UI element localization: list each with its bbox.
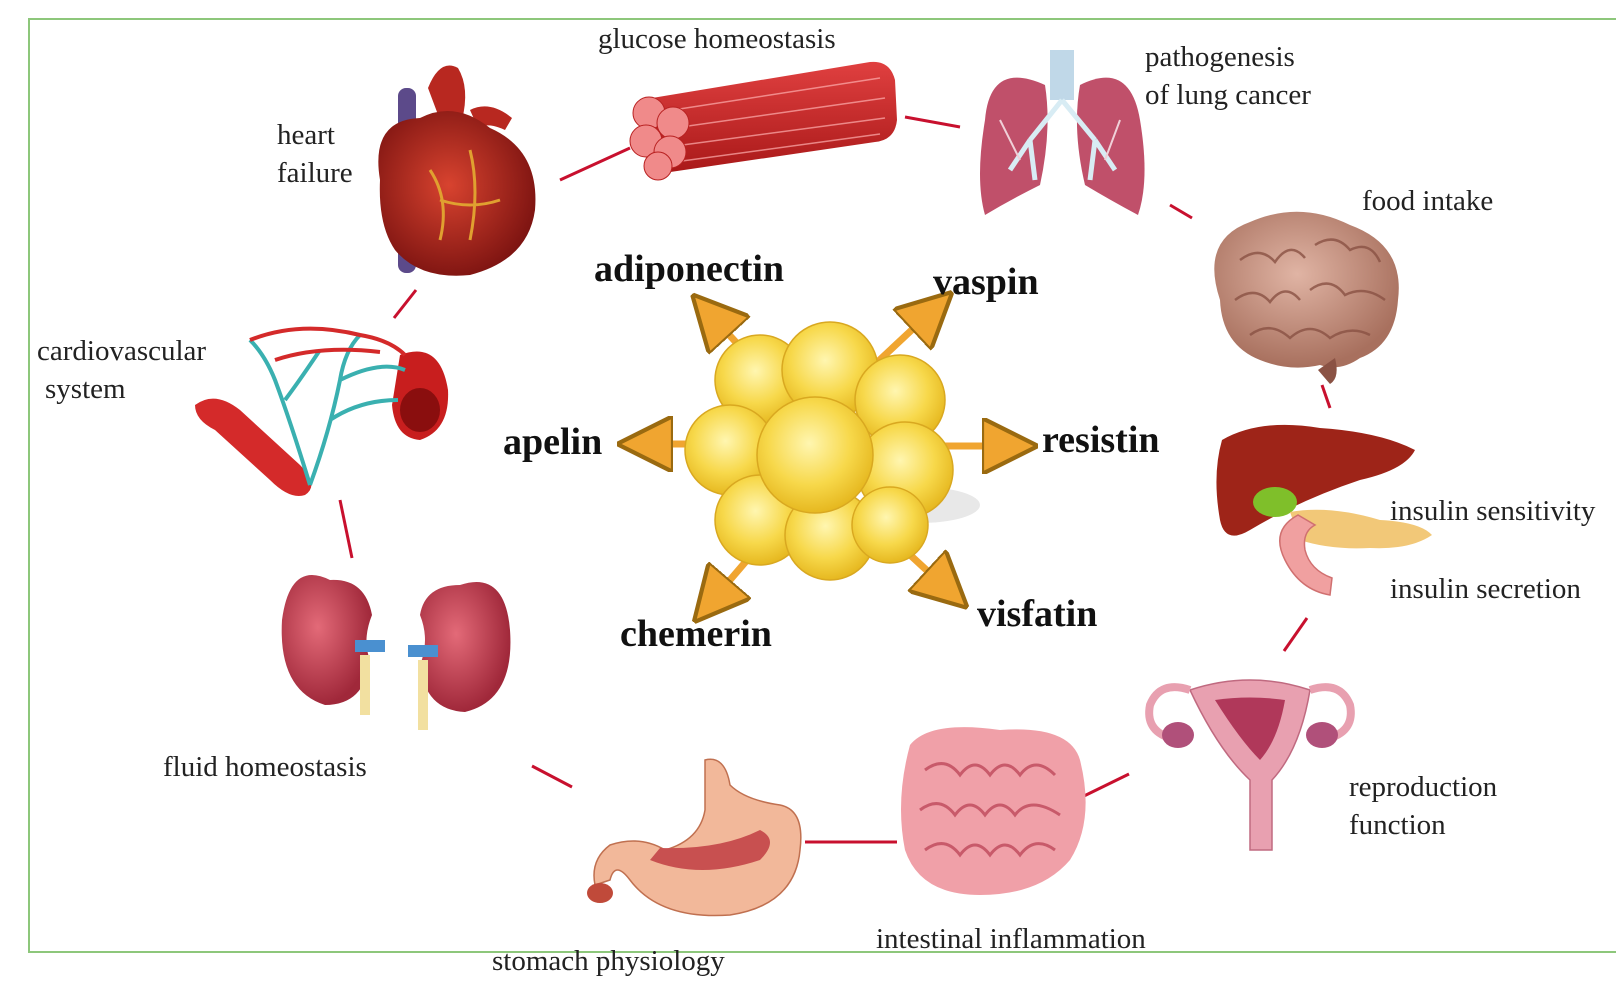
connector-lungs-brain — [1170, 205, 1192, 218]
connector-vessels-heart — [394, 290, 416, 318]
heart-label-line-2: failure — [277, 154, 353, 192]
intestine-label-line-1: intestinal inflammation — [876, 920, 1146, 958]
hormone-label-chemerin: chemerin — [620, 614, 772, 654]
connector-liver-uterus — [1284, 618, 1307, 651]
hormone-label-visfatin: visfatin — [977, 594, 1097, 634]
lungs-label-line-1: pathogenesis — [1145, 38, 1311, 76]
liver-label-line-1: insulin sensitivity — [1390, 472, 1595, 550]
hormone-label-adiponectin: adiponectin — [594, 249, 784, 289]
lungs-icon — [980, 50, 1145, 215]
uterus-label-line-1: reproduction — [1349, 768, 1497, 806]
kidneys-icon — [282, 575, 511, 730]
fat-cell-cluster-icon — [685, 322, 980, 580]
vessels-label-line-2: system — [37, 370, 206, 408]
connector-heart-muscle — [560, 148, 630, 180]
blood-vessels-icon — [195, 329, 448, 496]
liver-label-line-2: insulin secretion — [1390, 550, 1595, 628]
hormone-label-resistin: resistin — [1042, 420, 1160, 460]
organ-label-lungs: pathogenesis of lung cancer — [1145, 38, 1311, 114]
connector-stomach-kidneys — [532, 766, 572, 787]
organ-label-vessels: cardiovascular system — [37, 332, 206, 408]
connector-muscle-lungs — [905, 117, 960, 127]
stomach-label-line-1: stomach physiology — [492, 942, 725, 980]
brain-label-line-1: food intake — [1362, 182, 1493, 220]
heart-label-line-1: heart — [277, 116, 353, 154]
stomach-icon — [587, 759, 801, 915]
vessels-label-line-1: cardiovascular — [37, 332, 206, 370]
organ-label-uterus: reproduction function — [1349, 768, 1497, 844]
uterus-icon — [1149, 680, 1351, 850]
muscle-label-line-1: glucose homeostasis — [598, 20, 836, 58]
organ-label-liver: insulin sensitivity insulin secretion — [1390, 472, 1595, 628]
kidneys-label-line-1: fluid homeostasis — [163, 748, 367, 786]
brain-icon — [1214, 212, 1399, 384]
organ-label-intestine: intestinal inflammation — [876, 920, 1146, 958]
muscle-fiber-icon — [630, 62, 897, 180]
connector-brain-liver — [1322, 385, 1330, 408]
organ-label-stomach: stomach physiology — [492, 942, 725, 980]
hormone-label-vaspin: vaspin — [933, 262, 1039, 302]
connector-kidneys-vessels — [340, 500, 352, 558]
uterus-label-line-2: function — [1349, 806, 1497, 844]
organ-label-muscle: glucose homeostasis — [598, 20, 836, 58]
hormone-label-apelin: apelin — [503, 422, 602, 462]
intestine-icon — [901, 727, 1086, 895]
heart-icon — [378, 66, 535, 276]
organ-label-heart: heart failure — [277, 116, 353, 192]
organ-label-kidneys: fluid homeostasis — [163, 748, 367, 786]
lungs-label-line-2: of lung cancer — [1145, 76, 1311, 114]
organ-label-brain: food intake — [1362, 182, 1493, 220]
connector-uterus-intestine — [1084, 774, 1129, 796]
